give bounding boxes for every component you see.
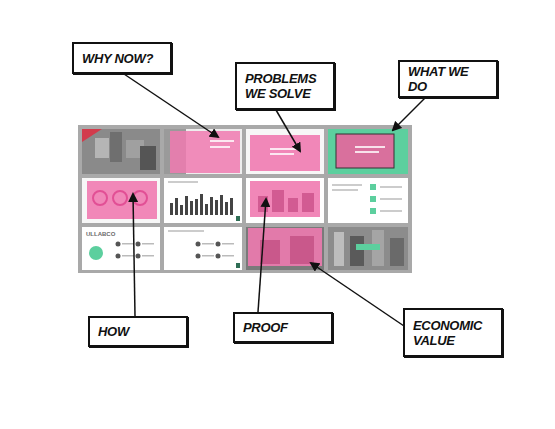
leader-arrows bbox=[124, 74, 430, 326]
callout-text: PROBLEMS WE SOLVE bbox=[245, 71, 325, 101]
callout-box: WHAT WE DO bbox=[398, 60, 498, 98]
slide-thumb bbox=[82, 227, 160, 270]
grid-frame bbox=[78, 125, 412, 273]
callout-text: WHY NOW? bbox=[82, 51, 153, 66]
slide-text: ULLABCO bbox=[86, 231, 115, 238]
slide-thumb bbox=[164, 227, 242, 270]
callout-box: ECONOMIC VALUE bbox=[403, 308, 503, 357]
slide-thumb bbox=[82, 178, 160, 223]
slide-thumb bbox=[82, 129, 160, 174]
slide-thumb bbox=[164, 129, 242, 174]
callout-box: WHY NOW? bbox=[72, 42, 172, 74]
callout-box: HOW bbox=[88, 316, 188, 347]
callout-text: ECONOMIC VALUE bbox=[413, 318, 493, 348]
callout-text: PROOF bbox=[243, 320, 288, 335]
slide-thumb bbox=[328, 129, 408, 174]
slide-thumb bbox=[328, 227, 408, 270]
callout-box: PROOF bbox=[233, 312, 333, 343]
slide-thumb bbox=[328, 178, 408, 223]
callout-text: WHAT WE DO bbox=[408, 64, 488, 94]
slide-thumb bbox=[164, 178, 242, 223]
slide-thumb bbox=[246, 129, 324, 174]
slide-thumb bbox=[246, 178, 324, 223]
callout-box: PROBLEMS WE SOLVE bbox=[235, 62, 335, 110]
callout-text: HOW bbox=[98, 324, 129, 339]
